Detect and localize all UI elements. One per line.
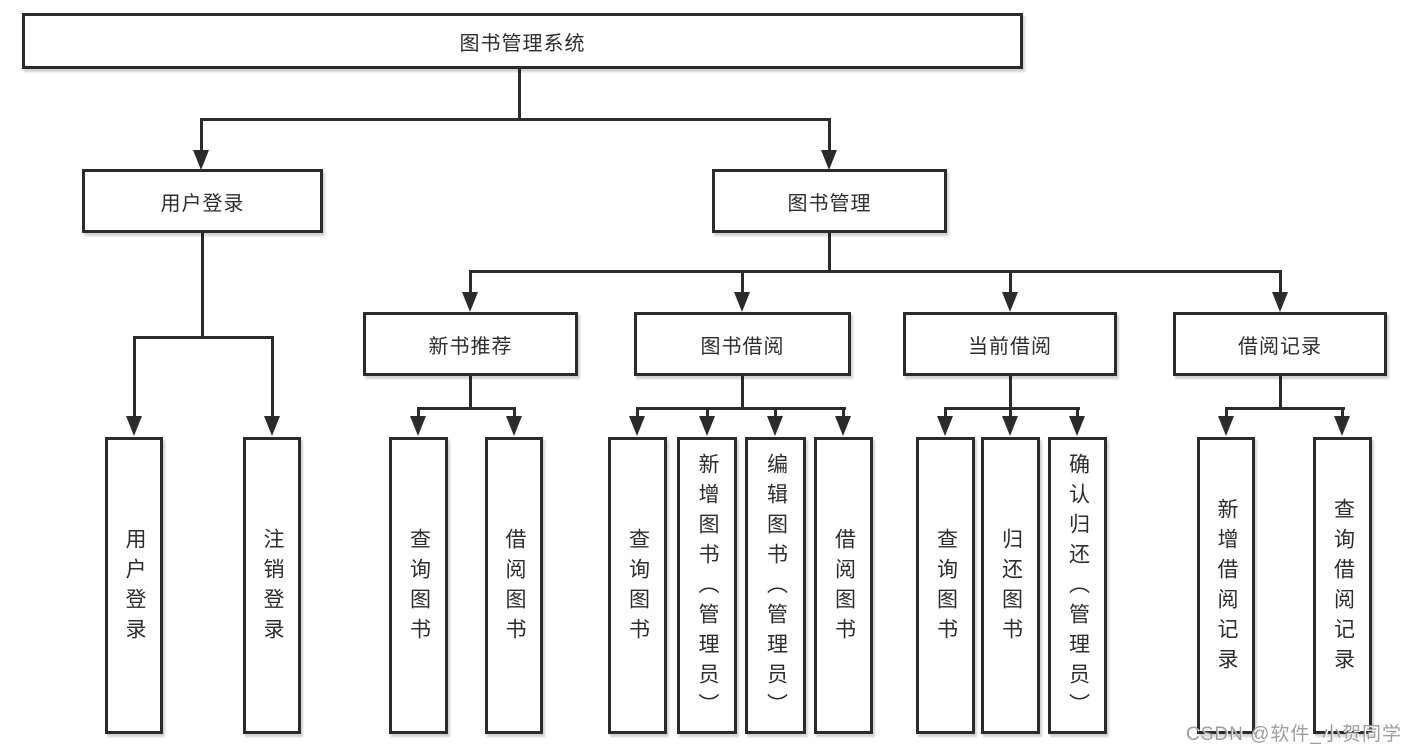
leaf-borrow-books-recommend: 借阅图书 [485, 437, 543, 734]
connector-drop [1279, 376, 1282, 410]
leaf-confirm-return-admin: 确认归还（管理员） [1048, 437, 1107, 734]
connector-stem [774, 407, 777, 419]
arrow-down-icon [462, 292, 478, 312]
node-borrow-record: 借阅记录 [1173, 312, 1387, 376]
arrow-down-icon [937, 416, 953, 436]
arrow-down-icon [1334, 416, 1350, 436]
connector-stem [1225, 407, 1228, 419]
connector-stem [1009, 270, 1012, 294]
arrow-down-icon [126, 416, 142, 436]
arrow-down-icon [264, 416, 280, 436]
connector-drop [741, 376, 744, 410]
arrow-down-icon [734, 292, 750, 312]
arrow-down-icon [1272, 292, 1288, 312]
leaf-query-books-borrow: 查询图书 [608, 437, 667, 734]
connector-span [417, 407, 516, 410]
connector-stem [944, 407, 947, 419]
connector-stem [706, 407, 709, 419]
connector-drop [828, 233, 831, 273]
leaf-user-login: 用户登录 [105, 437, 163, 734]
leaf-borrow-books: 借阅图书 [814, 437, 873, 734]
leaf-query-books-current: 查询图书 [916, 437, 975, 734]
node-book-borrow: 图书借阅 [634, 312, 851, 376]
connector-stem [133, 336, 136, 418]
arrow-down-icon [193, 150, 209, 170]
connector-drop [201, 233, 204, 339]
connector-root-drop [518, 69, 521, 120]
arrow-down-icon [699, 416, 715, 436]
connector-stem [469, 270, 472, 294]
connector-stem [1341, 407, 1344, 419]
arrow-down-icon [1218, 416, 1234, 436]
arrow-down-icon [506, 416, 522, 436]
connector-stem [828, 118, 831, 154]
leaf-return-books: 归还图书 [981, 437, 1040, 734]
node-current-borrow: 当前借阅 [903, 312, 1117, 376]
connector-stem [417, 407, 420, 419]
arrow-down-icon [1002, 292, 1018, 312]
connector-span [133, 336, 274, 339]
connector-stem [842, 407, 845, 419]
connector-drop [469, 376, 472, 410]
leaf-add-borrow-record: 新增借阅记录 [1197, 437, 1255, 734]
connector-stem [1076, 407, 1079, 419]
arrow-down-icon [835, 416, 851, 436]
arrow-down-icon [410, 416, 426, 436]
leaf-edit-books-admin: 编辑图书（管理员） [745, 437, 806, 734]
leaf-query-borrow-record: 查询借阅记录 [1313, 437, 1372, 734]
connector-root-span [200, 118, 830, 121]
connector-stem [1009, 407, 1012, 419]
connector-stem [1279, 270, 1282, 294]
connector-stem [636, 407, 639, 419]
arrow-down-icon [821, 150, 837, 170]
connector-stem [271, 336, 274, 418]
connector-drop [1009, 376, 1012, 410]
leaf-query-books-recommend: 查询图书 [389, 437, 448, 734]
leaf-add-books-admin: 新增图书（管理员） [677, 437, 737, 734]
arrow-down-icon [1069, 416, 1085, 436]
connector-span [944, 407, 1080, 410]
node-new-book-recommend: 新书推荐 [363, 312, 578, 376]
node-book-management-branch: 图书管理 [712, 169, 947, 233]
arrow-down-icon [1002, 416, 1018, 436]
node-root: 图书管理系统 [22, 13, 1023, 69]
connector-stem [200, 118, 203, 154]
arrow-down-icon [629, 416, 645, 436]
node-user-login-branch: 用户登录 [82, 169, 323, 233]
connector-span [1225, 407, 1345, 410]
csdn-watermark: CSDN @软件_小贺同学 [1186, 724, 1402, 745]
connector-stem [513, 407, 516, 419]
connector-span [469, 270, 1282, 273]
connector-span [636, 407, 846, 410]
connector-stem [741, 270, 744, 294]
leaf-logout: 注销登录 [243, 437, 301, 734]
arrow-down-icon [767, 416, 783, 436]
